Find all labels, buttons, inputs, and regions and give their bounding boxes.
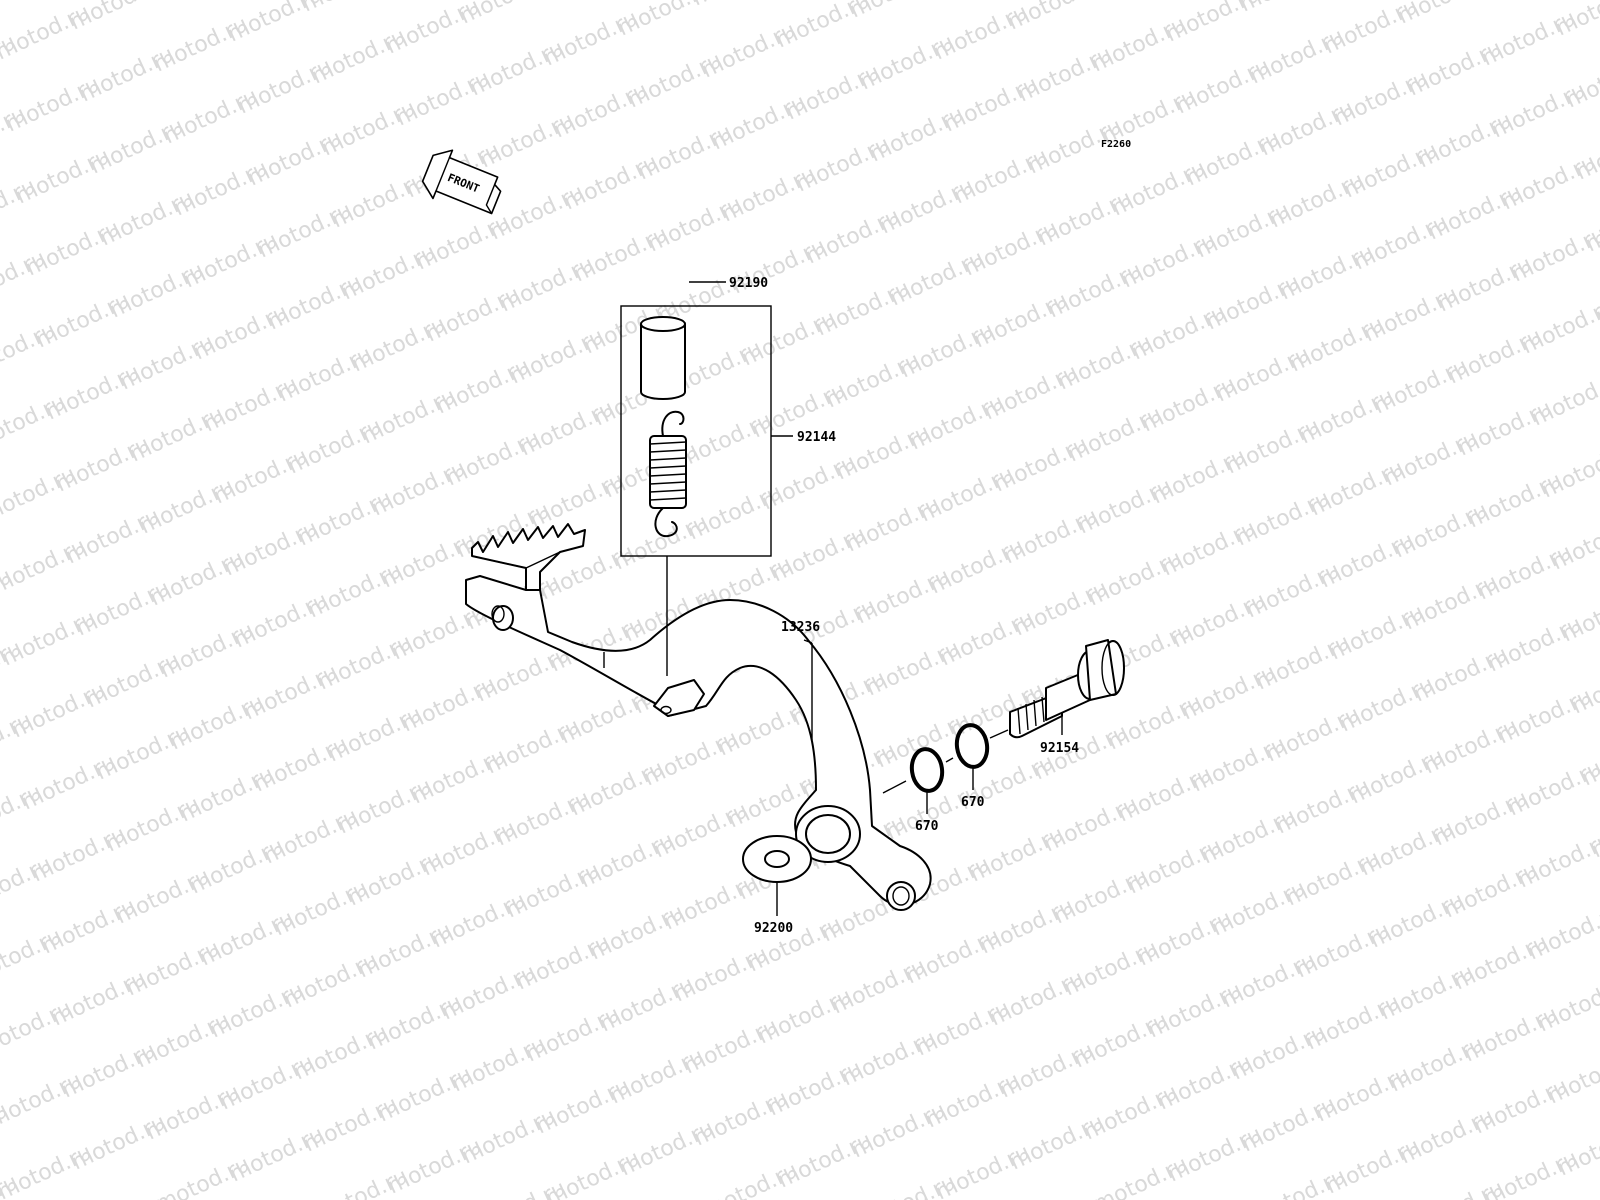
watermark-text: motod.ru	[1394, 0, 1496, 29]
watermark-text: motod.ru	[1538, 438, 1600, 503]
watermark-text: motod.ru	[1544, 1044, 1600, 1109]
brake-pedal	[465, 523, 932, 911]
o-ring-outer	[954, 723, 990, 769]
watermark-text: motod.ru	[0, 0, 10, 23]
watermark-text: motod.ru	[1078, 0, 1180, 5]
label-670-outer: 670	[961, 795, 985, 810]
watermark-text: motod.ru	[456, 0, 558, 29]
watermark-text: motod.ru	[688, 0, 790, 11]
o-ring-inner	[909, 747, 945, 793]
watermark-text: motod.ru	[1548, 510, 1600, 575]
label-92154: 92154	[1040, 741, 1079, 756]
watermark-text: motod.ru	[140, 0, 242, 5]
label-92200: 92200	[754, 921, 793, 936]
label-670-inner: 670	[915, 819, 939, 834]
spring-holder-tube	[640, 316, 686, 400]
label-92190: 92190	[729, 276, 768, 291]
watermark-text: motod.ru	[1004, 0, 1106, 35]
watermark-text: motod.ru	[1552, 0, 1600, 41]
watermark-text: motod.ru	[846, 0, 948, 23]
watermark-text: motod.ru	[1558, 582, 1600, 647]
leader-lines	[603, 281, 1063, 916]
watermark-text: motod.ru	[1554, 1116, 1600, 1181]
label-13236: 13236	[781, 620, 820, 635]
return-spring	[649, 410, 687, 538]
label-92144: 92144	[797, 430, 836, 445]
watermark-text: motod.ru	[1562, 48, 1600, 113]
front-arrow-icon: FRONT	[421, 149, 502, 215]
watermark-text: motod.ru	[66, 0, 168, 35]
watermark-text: motod.ru	[298, 0, 400, 17]
washer	[742, 835, 812, 883]
spring-group-box	[620, 305, 772, 557]
figure-code: F2260	[1101, 139, 1131, 150]
watermark-text: motod.ru	[1236, 0, 1338, 17]
pivot-bolt	[1009, 639, 1125, 739]
